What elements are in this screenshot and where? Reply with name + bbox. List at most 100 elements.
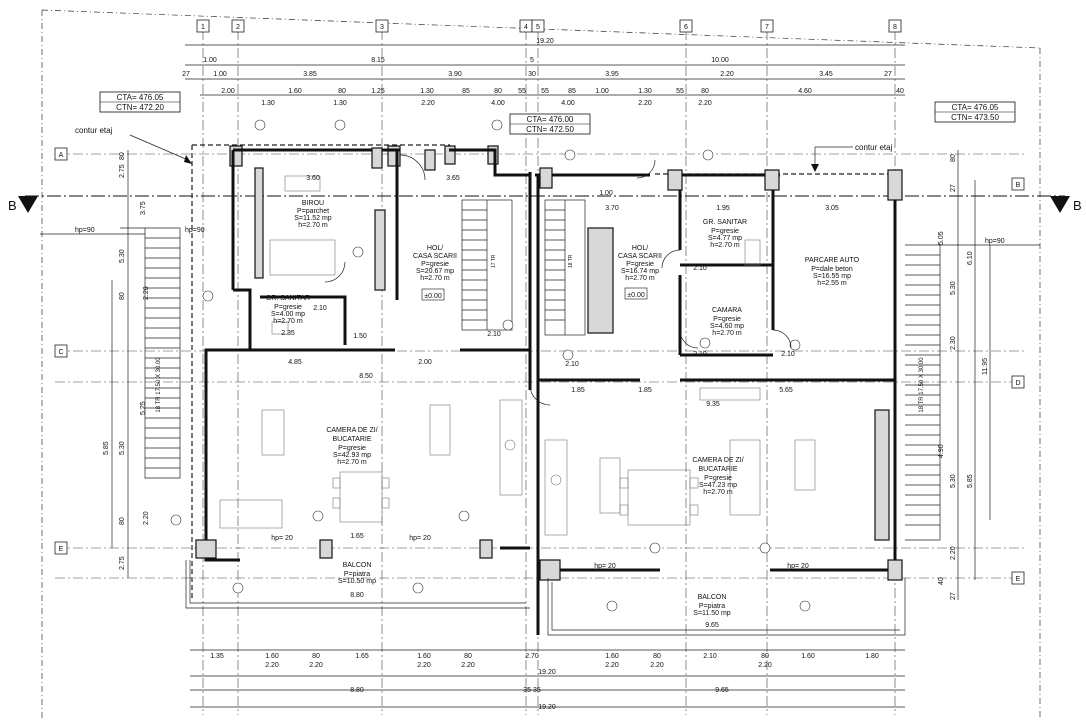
svg-text:hp= 20: hp= 20 [787,563,809,570]
left-unit-walls [195,145,532,562]
svg-text:2: 2 [236,24,240,31]
svg-text:1.30: 1.30 [638,88,652,95]
svg-text:1.85: 1.85 [638,387,652,394]
svg-text:P=gresie: P=gresie [704,475,732,482]
svg-text:h=2.70 m: h=2.70 m [710,242,740,249]
svg-text:1.35: 1.35 [210,653,224,660]
svg-text:P=piatra: P=piatra [699,603,725,610]
svg-text:P=dale beton: P=dale beton [811,266,853,273]
svg-text:2.10: 2.10 [693,351,707,358]
svg-text:1: 1 [201,24,205,31]
svg-text:h=2.70 m: h=2.70 m [273,318,303,325]
svg-text:27: 27 [950,184,957,192]
svg-text:CTN= 472.50: CTN= 472.50 [526,125,574,134]
svg-text:CAMERA DE ZI/: CAMERA DE ZI/ [692,457,743,464]
room-label-sanitar-left: GR. SANITAR P=gresie S=4.00 mp h=2.70 m [266,295,310,325]
svg-text:2.20: 2.20 [720,71,734,78]
svg-text:P=gresie: P=gresie [421,261,449,268]
svg-text:P=gresie: P=gresie [338,445,366,452]
svg-text:9.65: 9.65 [705,622,719,629]
svg-text:40: 40 [938,577,945,585]
svg-text:35 35: 35 35 [523,687,541,694]
svg-text:80: 80 [338,88,346,95]
svg-text:7: 7 [765,24,769,31]
svg-text:5.05: 5.05 [938,231,945,245]
svg-text:CTA= 476.05: CTA= 476.05 [117,93,164,102]
svg-text:4.00: 4.00 [491,100,505,107]
svg-text:h=2.55 m: h=2.55 m [817,280,847,287]
svg-text:1.00: 1.00 [599,190,613,197]
svg-text:S=20.67 mp: S=20.67 mp [416,268,454,275]
door-swings [324,154,792,406]
svg-text:1.00: 1.00 [213,71,227,78]
interior-dimensions: 3.60 3.65 1.00 3.70 3.05 1.95 4.85 2.00 … [271,175,839,629]
svg-text:2.70: 2.70 [525,653,539,660]
svg-text:80: 80 [119,152,126,160]
svg-text:2.75: 2.75 [119,164,126,178]
svg-text:CAMERA DE ZI/: CAMERA DE ZI/ [326,427,377,434]
svg-text:hp= 20: hp= 20 [594,563,616,570]
svg-text:80: 80 [950,154,957,162]
svg-text:30: 30 [528,71,536,78]
svg-text:2.00: 2.00 [221,88,235,95]
exterior-stair-right: hp=90 18 TR 17.50 X 30.00 [905,238,1040,541]
svg-text:4: 4 [524,24,528,31]
svg-text:h=2.70 m: h=2.70 m [703,489,733,496]
svg-text:2.20: 2.20 [417,662,431,669]
svg-text:17 TR: 17 TR [491,254,497,268]
svg-text:HOL/: HOL/ [632,245,648,252]
svg-text:S=4.77 mp: S=4.77 mp [708,235,742,242]
svg-text:1.60: 1.60 [288,88,302,95]
svg-text:3.05: 3.05 [825,205,839,212]
room-label-living-right: CAMERA DE ZI/ BUCATARIE P=gresie S=47.23… [692,457,743,496]
svg-text:hp= 20: hp= 20 [409,535,431,542]
svg-text:B: B [8,198,17,213]
dimension-chains-left: 80 2.75 3.75 5.30 80 5.25 5.85 5.30 80 2… [103,150,150,578]
svg-text:1.60: 1.60 [265,653,279,660]
svg-text:10.00: 10.00 [711,57,729,64]
svg-text:S=16.55 mp: S=16.55 mp [813,273,851,280]
svg-text:CASA SCARII: CASA SCARII [413,253,457,260]
interior-stair-right: 18 TR [544,199,586,336]
svg-text:55: 55 [541,88,549,95]
svg-text:C: C [58,349,63,356]
svg-text:5.30: 5.30 [950,474,957,488]
svg-text:2.20: 2.20 [309,662,323,669]
svg-text:2.20: 2.20 [650,662,664,669]
svg-text:2.10: 2.10 [565,361,579,368]
svg-text:19.20: 19.20 [538,669,556,676]
room-label-hol-left: HOL/ CASA SCARII P=gresie S=20.67 mp h=2… [413,245,457,301]
svg-text:4.00: 4.00 [561,100,575,107]
svg-text:S=10.50 mp: S=10.50 mp [338,578,376,585]
svg-text:80: 80 [761,653,769,660]
svg-text:B: B [1073,198,1082,213]
svg-text:S=47.23 mp: S=47.23 mp [699,482,737,489]
svg-text:3.85: 3.85 [303,71,317,78]
right-balcony-outline [547,578,906,636]
svg-text:hp=90: hp=90 [985,238,1005,245]
svg-text:3: 3 [380,24,384,31]
svg-text:2.10: 2.10 [703,653,717,660]
svg-text:P=piatra: P=piatra [344,571,370,578]
svg-text:4.85: 4.85 [288,359,302,366]
svg-text:4.60: 4.60 [798,88,812,95]
svg-text:1.65: 1.65 [355,653,369,660]
svg-text:3.60: 3.60 [306,175,320,182]
svg-text:E: E [59,546,64,553]
svg-text:S=4.60 mp: S=4.60 mp [710,323,744,330]
svg-text:8.15: 8.15 [371,57,385,64]
grid-axis-labels-side: A B C D E E [54,147,1025,585]
svg-text:18 TR 17.50 X 30.00: 18 TR 17.50 X 30.00 [919,357,925,413]
level-box-right: CTA= 476.05 CTN= 473.50 [934,101,1016,123]
svg-text:2.10: 2.10 [781,351,795,358]
window-tags [170,119,811,612]
svg-text:2.10: 2.10 [313,305,327,312]
svg-text:11.95: 11.95 [982,358,989,375]
svg-text:8.80: 8.80 [350,592,364,599]
svg-text:2.20: 2.20 [265,662,279,669]
svg-text:2.20: 2.20 [461,662,475,669]
svg-text:BUCATARIE: BUCATARIE [698,466,737,473]
svg-text:A: A [59,152,64,159]
svg-text:2.20: 2.20 [605,662,619,669]
